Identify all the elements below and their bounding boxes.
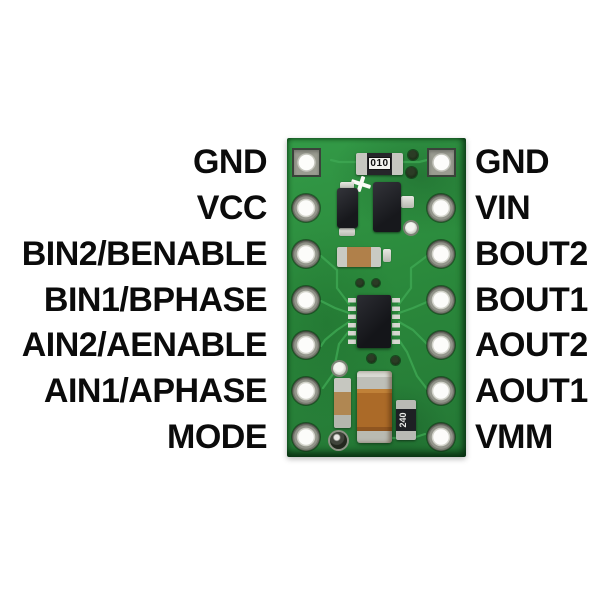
- pin-hole-right-bout2: [427, 240, 455, 268]
- pin-hole-left-ain2: [292, 331, 320, 359]
- power-capacitor: [357, 371, 392, 443]
- left-pin-labels: GND VCC BIN2/BENABLE BIN1/BPHASE AIN2/AE…: [0, 0, 268, 600]
- solder-pad: [339, 228, 355, 236]
- ic-leads-left: [348, 298, 356, 346]
- mounting-via: [330, 432, 347, 449]
- pin-label-right-aout2: AOUT2: [475, 326, 588, 364]
- solder-pad: [340, 182, 354, 189]
- pin-hole-left-mode: [292, 423, 320, 451]
- pin-label-left-vcc: VCC: [196, 189, 268, 227]
- pin-hole-right-aout2: [427, 331, 455, 359]
- resistor-010-marking: 010: [368, 157, 391, 170]
- ic-leads-right: [392, 298, 400, 346]
- pin-label-left-gnd: GND: [192, 143, 268, 181]
- solder-pad: [383, 249, 391, 262]
- right-pin-labels: GND VIN BOUT2 BOUT1 AOUT2 AOUT1 VMM: [475, 0, 600, 600]
- pin-label-right-bout2: BOUT2: [475, 235, 588, 273]
- motor-driver-ic: [357, 295, 391, 348]
- ceramic-capacitor: [337, 247, 381, 267]
- pin-label-left-mode: MODE: [167, 418, 268, 456]
- resistor-240-marking: 240: [398, 412, 408, 428]
- pin-label-left-bin1: BIN1/BPHASE: [43, 281, 268, 319]
- pin-hole-right-aout1: [427, 377, 455, 405]
- pad-square-right-gnd: [427, 148, 456, 177]
- via: [408, 150, 418, 160]
- chip-resistor-240: 240: [396, 400, 416, 440]
- sot23-transistor-left: [337, 188, 358, 228]
- pin-hole-right-vmm: [427, 423, 455, 451]
- pcb-board: 010 240: [287, 138, 466, 457]
- via: [406, 167, 417, 178]
- via: [333, 362, 346, 375]
- pin-hole-left-bin1: [292, 286, 320, 314]
- pin-label-right-vin: VIN: [475, 189, 531, 227]
- pin-hole-left-ain1: [292, 377, 320, 405]
- pin-hole-right-vin: [427, 194, 455, 222]
- pin-hole-left-bin2: [292, 240, 320, 268]
- via: [391, 356, 400, 365]
- pin-hole-right-bout1: [427, 286, 455, 314]
- via: [367, 354, 376, 363]
- pin-label-right-vmm: VMM: [475, 418, 553, 456]
- pin-label-right-aout1: AOUT1: [475, 372, 588, 410]
- pin-label-left-bin2: BIN2/BENABLE: [21, 235, 268, 273]
- pad-square-left-gnd: [292, 148, 321, 177]
- solder-pad: [401, 196, 414, 208]
- small-capacitor: [334, 378, 351, 428]
- pin-label-left-ain1: AIN1/APHASE: [43, 372, 268, 410]
- pin-label-right-gnd: GND: [475, 143, 550, 181]
- pin-hole-left-vcc: [292, 194, 320, 222]
- sot23-transistor-right: [373, 182, 401, 232]
- pin-label-right-bout1: BOUT1: [475, 281, 588, 319]
- pin-label-left-ain2: AIN2/AENABLE: [21, 326, 268, 364]
- via: [356, 279, 364, 287]
- chip-resistor-010: 010: [356, 153, 403, 175]
- via: [372, 279, 380, 287]
- via: [405, 222, 417, 234]
